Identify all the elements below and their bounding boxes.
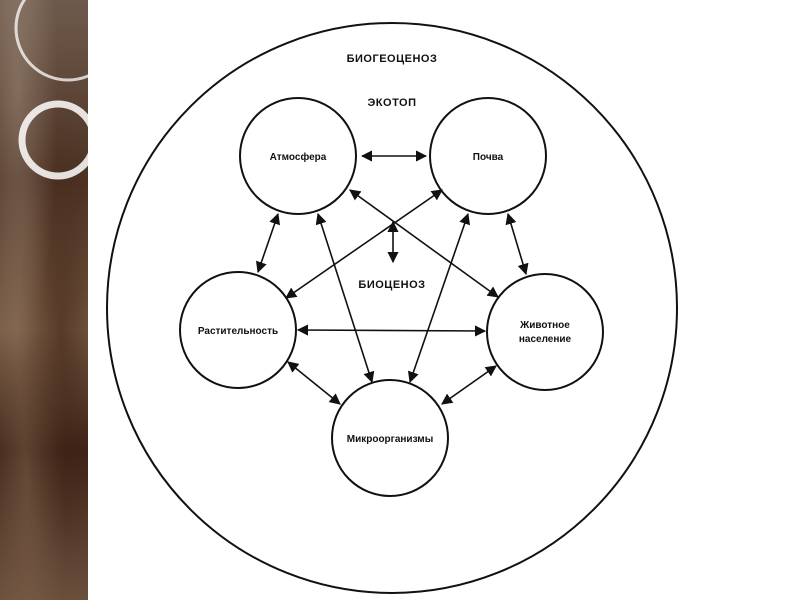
arrow-soil-microorganisms bbox=[407, 212, 471, 384]
animals-node bbox=[486, 273, 604, 391]
decorative-rings bbox=[14, 0, 122, 180]
ecotope-label: ЭКОТОП bbox=[367, 97, 416, 109]
biogeocenosis-circle bbox=[106, 22, 678, 594]
arrow-soil-vegetation bbox=[285, 189, 443, 299]
arrow-atmosphere-vegetation bbox=[255, 212, 281, 274]
biocenosis-label: БИОЦЕНОЗ bbox=[358, 279, 425, 291]
vegetation-node bbox=[179, 271, 297, 389]
animals-label-line2: население bbox=[519, 334, 572, 345]
vegetation-label: Растительность bbox=[198, 326, 278, 337]
microorganisms-label: Микроорганизмы bbox=[347, 434, 434, 445]
decorative-side-strip bbox=[0, 0, 88, 600]
atmosphere-label: Атмосфера bbox=[270, 151, 327, 163]
soil-label: Почва bbox=[473, 152, 504, 163]
arrow-atmosphere-microorganisms bbox=[315, 212, 375, 384]
microorganisms-node bbox=[331, 379, 449, 497]
biogeocenosis-label: БИОГЕОЦЕНОЗ bbox=[347, 53, 438, 65]
arrow-vegetation-microorganisms bbox=[287, 361, 341, 405]
arrow-vegetation-animals bbox=[296, 324, 487, 337]
arrow-soil-animals bbox=[505, 212, 529, 276]
arrow-animals-microorganisms bbox=[441, 365, 497, 405]
animals-label-line1: Животное bbox=[519, 320, 570, 331]
